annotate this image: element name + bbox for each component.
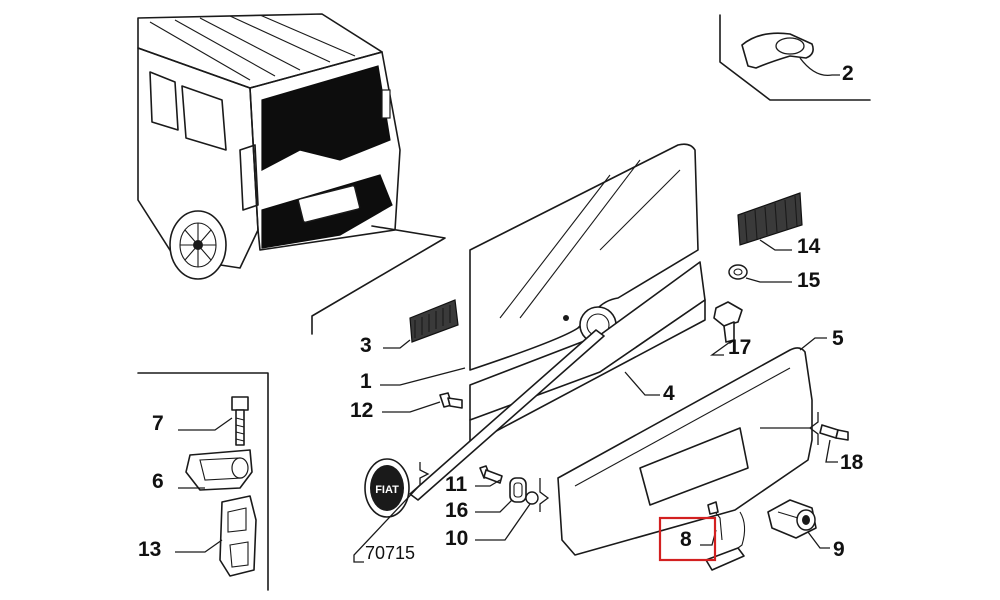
part-13-cover (219, 495, 257, 577)
part-11-bolt (479, 465, 503, 484)
callout-15: 15 (797, 269, 821, 292)
frame-left-parts (137, 372, 269, 591)
leader-7 (178, 417, 233, 431)
part-7-screw (231, 396, 249, 446)
part-9-lock (767, 499, 817, 539)
callout-11: 11 (445, 473, 468, 496)
callout-5: 5 (832, 327, 844, 350)
callout-10: 10 (445, 527, 468, 550)
bracket-10 (539, 478, 550, 512)
part-8-plate-light (705, 501, 746, 571)
part-5-tailgate-panel (557, 347, 813, 556)
part-17-clip (713, 301, 743, 343)
van-illustration (137, 13, 401, 280)
leader-9 (807, 531, 830, 549)
leader-70715 (353, 462, 430, 563)
leader-15 (745, 277, 792, 283)
callout-3: 3 (360, 334, 372, 357)
callout-4: 4 (663, 382, 675, 405)
part-10-washer (525, 491, 539, 505)
callout-12: 12 (350, 399, 373, 422)
leader-4 (624, 371, 660, 396)
part-2-cap (741, 32, 814, 69)
part-14-pad (737, 192, 803, 246)
highlight-box-8 (658, 516, 717, 562)
leader-1 (380, 367, 466, 386)
callout-7: 7 (152, 412, 164, 435)
frame-part-2 (719, 14, 871, 101)
part-1-rear-glass (469, 143, 699, 371)
leader-18 (825, 439, 838, 463)
callout-16: 16 (445, 499, 468, 522)
callout-14: 14 (797, 235, 821, 258)
van-connector (311, 225, 446, 335)
part-6-hinge (185, 449, 253, 491)
leader-14 (759, 239, 792, 251)
callout-70715: 70715 (365, 543, 415, 563)
callout-1: 1 (360, 370, 372, 393)
part-15-washer (728, 264, 748, 280)
callout-8: 8 (680, 528, 692, 551)
leader-10 (475, 503, 531, 541)
leader-12 (382, 401, 441, 413)
wiper-arm (409, 329, 605, 501)
leader-5 (799, 337, 827, 351)
part-16-grommet (509, 477, 527, 503)
leader-17 (709, 341, 731, 356)
callout-17: 17 (728, 336, 751, 359)
callout-6: 6 (152, 470, 164, 493)
leader-8 (700, 529, 717, 546)
part-3-reflector (409, 299, 459, 343)
part-12-bolt (439, 392, 463, 409)
callout-13: 13 (138, 538, 161, 561)
callout-18: 18 (840, 451, 864, 474)
fiat-emblem: FIAT (364, 458, 410, 518)
leader-16 (475, 499, 513, 513)
leader-13 (175, 539, 223, 553)
leader-2 (799, 57, 840, 77)
callout-9: 9 (833, 538, 845, 561)
emblem-text: FIAT (375, 484, 399, 496)
part-18-screw (819, 424, 849, 441)
leader-11 (475, 479, 501, 487)
leader-3 (383, 339, 411, 349)
callout-2: 2 (842, 62, 854, 85)
